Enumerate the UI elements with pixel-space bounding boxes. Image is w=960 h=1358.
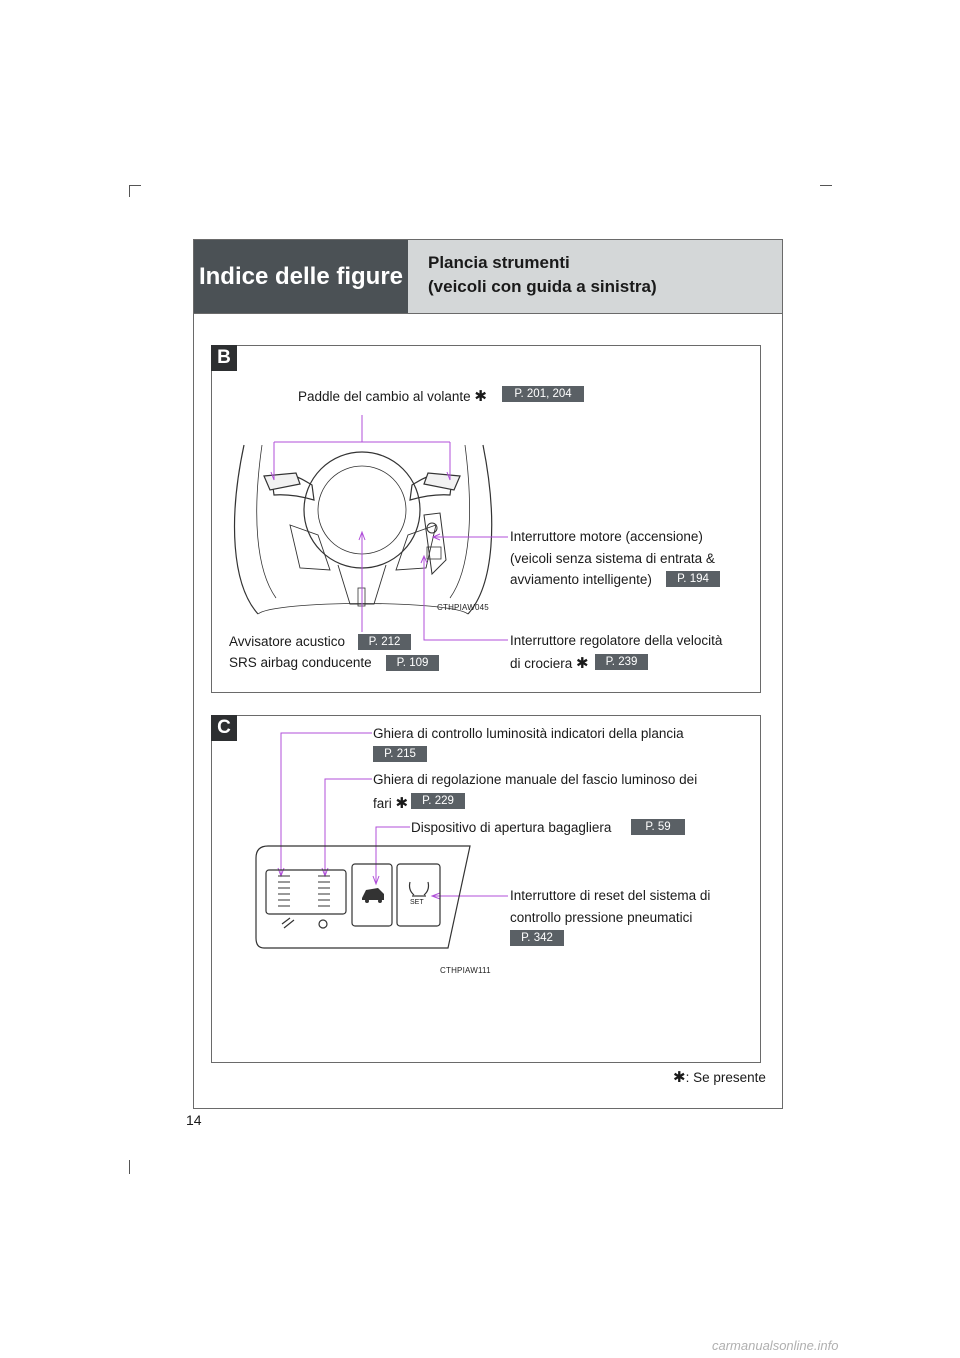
horn-page-ref[interactable]: P. 212 — [358, 634, 411, 650]
dimmer-page-ref[interactable]: P. 215 — [373, 746, 427, 762]
paddle-shift-label: Paddle del cambio al volante ✱ — [298, 387, 487, 405]
subtitle-line-1: Plancia strumenti — [428, 253, 570, 272]
crop-mark-top-left-v — [129, 185, 130, 197]
section-title: Indice delle figure — [194, 240, 408, 313]
tpms-page-ref[interactable]: P. 342 — [510, 930, 564, 946]
footnote: ✱: Se presente — [673, 1068, 766, 1086]
panel-steering-wheel — [211, 345, 761, 693]
footnote-asterisk: ✱ — [673, 1069, 686, 1086]
crop-mark-bottom-left-v — [129, 1160, 130, 1174]
cruise-switch-line-2-text: di crociera — [510, 656, 573, 671]
tpms-line-1: Interruttore di reset del sistema di — [510, 888, 711, 903]
header-subtitle: Plancia strumenti (veicoli con guida a s… — [408, 240, 782, 313]
engine-switch-page-ref[interactable]: P. 194 — [666, 571, 720, 587]
engine-switch-line-3: avviamento intelligente) — [510, 572, 652, 587]
panel-tag-b: B — [211, 345, 237, 371]
optional-asterisk: ✱ — [576, 655, 589, 672]
leveling-line-2: fari ✱ — [373, 794, 408, 812]
airbag-page-ref[interactable]: P. 109 — [386, 655, 439, 671]
leveling-page-ref[interactable]: P. 229 — [411, 793, 465, 809]
horn-label: Avvisatore acustico — [229, 634, 346, 649]
image-code-c: CTHPIAW111 — [440, 966, 491, 975]
footnote-text: : Se presente — [685, 1070, 766, 1085]
leveling-line-2-text: fari — [373, 796, 392, 811]
dimmer-label: Ghiera di controllo luminosità indicator… — [373, 726, 684, 741]
set-button-text: SET — [410, 899, 424, 906]
page-frame — [193, 239, 783, 1109]
paddle-shift-page-ref[interactable]: P. 201, 204 — [502, 386, 584, 402]
airbag-label: SRS airbag conducente — [229, 655, 372, 670]
engine-switch-line-1: Interruttore motore (accensione) — [510, 529, 703, 544]
image-code-b: CTHPIAW045 — [437, 603, 489, 612]
tpms-line-2: controllo pressione pneumatici — [510, 910, 693, 925]
leveling-line-1: Ghiera di regolazione manuale del fascio… — [373, 772, 698, 787]
cruise-switch-line-2: di crociera ✱ — [510, 654, 589, 672]
engine-switch-line-2: (veicoli senza sistema di entrata & — [510, 551, 715, 566]
optional-asterisk: ✱ — [474, 388, 487, 405]
watermark: carmanualsonline.info — [712, 1338, 839, 1353]
optional-asterisk: ✱ — [395, 795, 409, 812]
trunk-opener-page-ref[interactable]: P. 59 — [631, 819, 685, 835]
page-number: 14 — [186, 1112, 202, 1128]
panel-tag-c: C — [211, 715, 237, 741]
cruise-switch-line-1: Interruttore regolatore della velocità — [510, 633, 723, 648]
header-divider — [194, 313, 782, 314]
cruise-switch-page-ref[interactable]: P. 239 — [595, 654, 648, 670]
subtitle-line-2: (veicoli con guida a sinistra) — [428, 277, 657, 296]
crop-mark-top-right-h — [820, 185, 832, 186]
paddle-shift-text: Paddle del cambio al volante — [298, 389, 471, 404]
panel-switch-cluster — [211, 715, 761, 1063]
crop-mark-top-left-h — [129, 185, 141, 186]
trunk-opener-label: Dispositivo di apertura bagagliera — [411, 820, 612, 835]
